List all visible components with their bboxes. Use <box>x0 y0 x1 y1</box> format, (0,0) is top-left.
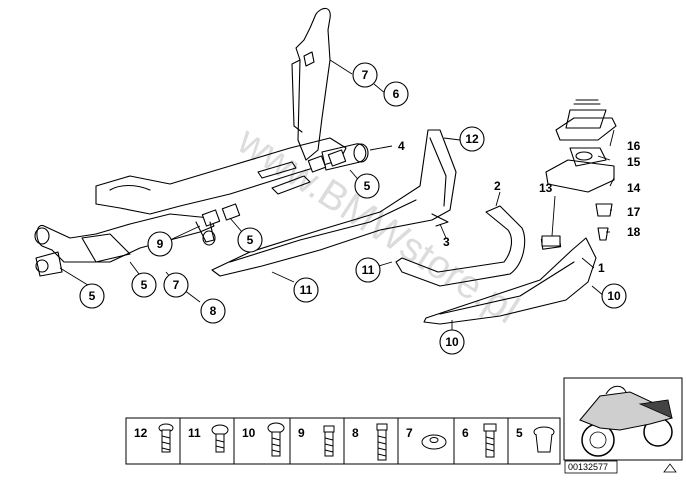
callout-6: 6 <box>383 81 409 107</box>
screw-icon <box>267 422 285 457</box>
callout-5-mid: 5 <box>354 173 380 199</box>
hardware-label-11: 11 <box>188 426 201 440</box>
screw-icon <box>376 423 388 461</box>
screw-icon <box>483 423 497 458</box>
callout-15: 15 <box>627 155 641 169</box>
hardware-label-7: 7 <box>406 426 413 440</box>
svg-text:11: 11 <box>300 283 313 297</box>
hardware-label-12: 12 <box>134 426 148 440</box>
callout-5-lower: 5 <box>237 227 263 253</box>
svg-text:6: 6 <box>393 87 400 101</box>
callout-17: 17 <box>627 205 641 219</box>
callout-1: 1 <box>598 261 605 275</box>
hardware-label-10: 10 <box>242 426 256 440</box>
catalog-number: 00132577 <box>568 462 608 472</box>
screw-icon <box>323 425 335 457</box>
hardware-label-5: 5 <box>516 426 523 440</box>
triangle-icon <box>663 463 677 473</box>
callout-11-bottom: 11 <box>293 277 319 303</box>
catalog-number-box <box>564 460 618 474</box>
svg-text:8: 8 <box>210 304 217 318</box>
hardware-label-9: 9 <box>298 426 305 440</box>
svg-text:10: 10 <box>445 335 459 349</box>
svg-text:9: 9 <box>157 237 164 251</box>
svg-text:7: 7 <box>362 68 369 82</box>
callout-3: 3 <box>443 235 450 249</box>
callout-9: 9 <box>147 231 173 257</box>
grab-handle <box>395 205 526 287</box>
callout-18: 18 <box>627 225 641 239</box>
svg-text:11: 11 <box>362 263 375 277</box>
watermark: www.BMWstore.pl <box>229 118 526 332</box>
latch-assembly <box>545 99 617 241</box>
callout-12: 12 <box>459 126 485 152</box>
svg-text:12: 12 <box>465 132 479 146</box>
rear-frame-bracket <box>34 7 369 277</box>
hardware-label-6: 6 <box>462 426 469 440</box>
callout-8: 8 <box>200 298 226 324</box>
callout-11-mid: 11 <box>355 257 381 283</box>
svg-text:5: 5 <box>247 233 254 247</box>
callout-14: 14 <box>627 181 641 195</box>
svg-text:5: 5 <box>364 179 371 193</box>
motorcycle-thumbnail <box>563 377 683 461</box>
washer-icon <box>421 434 447 450</box>
callout-7-left: 7 <box>163 272 189 298</box>
callout-5-center: 5 <box>131 272 157 298</box>
screw-icon <box>211 424 229 453</box>
callout-7-top: 7 <box>352 62 378 88</box>
callout-4: 4 <box>398 139 405 153</box>
screw-icon <box>158 423 174 453</box>
nut-insert-icon <box>533 426 555 453</box>
hardware-label-8: 8 <box>352 426 359 440</box>
callout-10-bottom: 10 <box>439 329 465 355</box>
hardware-strip: 12 11 10 9 8 7 6 5 <box>125 417 561 465</box>
callout-16: 16 <box>627 139 641 153</box>
pad <box>541 235 561 247</box>
svg-text:7: 7 <box>173 278 180 292</box>
callout-13: 13 <box>539 181 553 195</box>
svg-text:5: 5 <box>141 278 148 292</box>
callout-10-right: 10 <box>601 283 627 309</box>
svg-text:10: 10 <box>607 289 621 303</box>
svg-text:5: 5 <box>89 289 96 303</box>
callout-2: 2 <box>494 179 501 193</box>
side-trim-panel <box>211 129 457 277</box>
callout-5-left: 5 <box>79 283 105 309</box>
